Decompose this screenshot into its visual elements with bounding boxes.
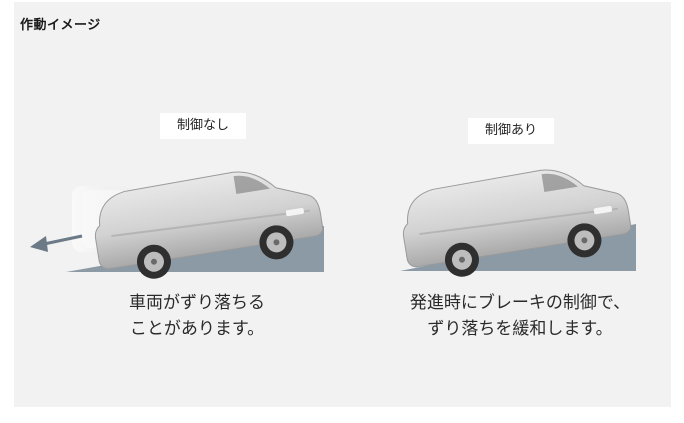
caption-without-control: 車両がずり落ちる ことがあります。	[129, 293, 265, 339]
van-left	[94, 171, 324, 279]
section-heading: 作動イメージ	[20, 18, 101, 33]
label-with-control: 制御あり	[468, 118, 554, 144]
arrow-left-icon	[30, 234, 83, 252]
caption-with-control: 発進時にブレーキの制御で、 ずり落ちを緩和します。	[409, 293, 631, 339]
label-without-control: 制御なし	[160, 113, 246, 139]
van-right	[402, 169, 632, 277]
